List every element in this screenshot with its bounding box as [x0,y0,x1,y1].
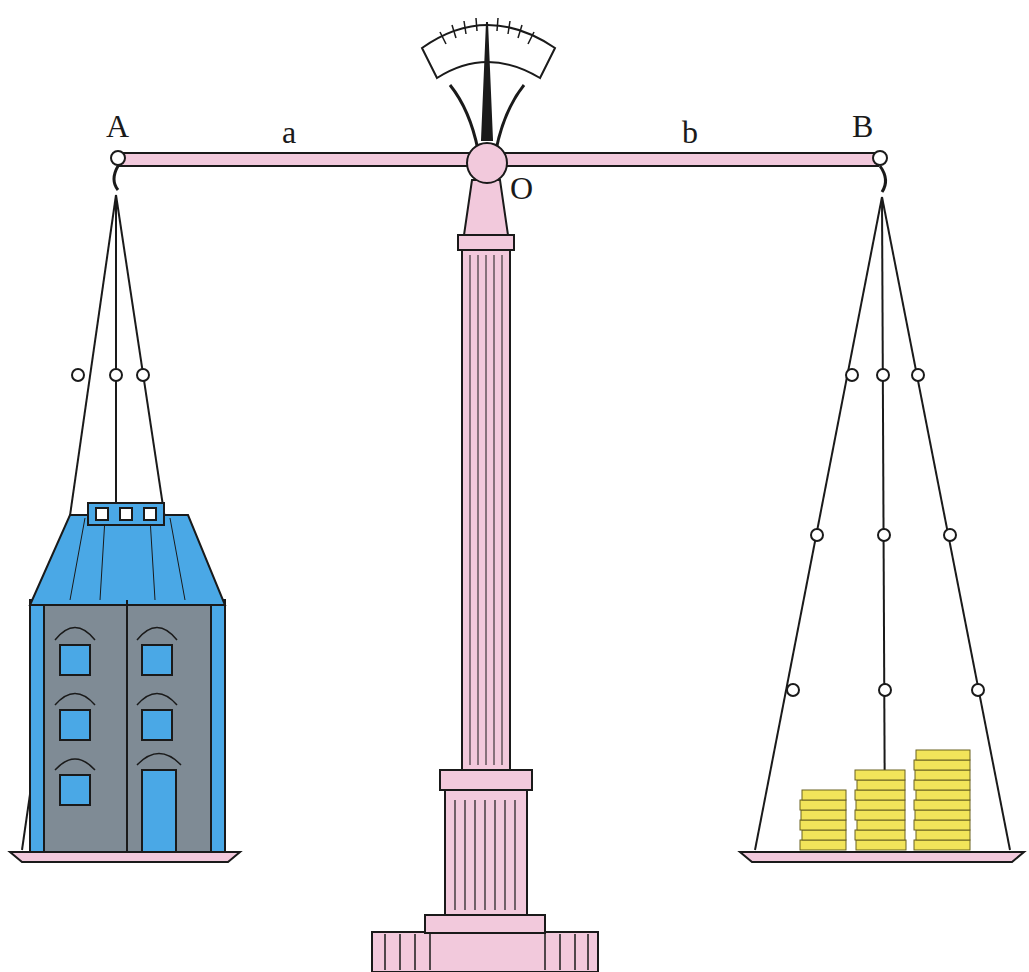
point-label: a [282,116,296,148]
scale-dial [422,18,555,150]
coin-stacks [800,750,970,850]
scale-stand [372,180,598,972]
left-pan [10,195,240,862]
right-pan [740,197,1024,862]
scale-beam [111,143,887,192]
point-label: O [510,172,533,204]
point-label: A [106,110,129,142]
point-label: B [852,110,873,142]
point-label: b [682,116,698,148]
house [30,503,225,852]
